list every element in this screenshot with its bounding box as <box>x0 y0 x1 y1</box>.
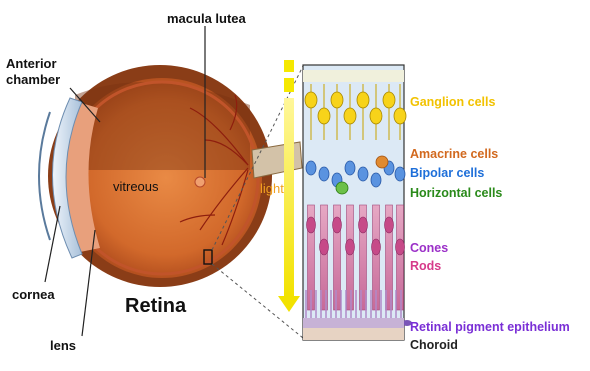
ganglion-cell <box>357 92 369 108</box>
ganglion-cell <box>370 108 382 124</box>
macula-spot <box>195 177 205 187</box>
amacrine-cell <box>376 156 388 168</box>
nerve-fiber-layer <box>303 70 404 82</box>
photoreceptor-nucleus <box>320 239 329 255</box>
bipolar-cells-label: Bipolar cells <box>410 167 484 180</box>
light-label: light <box>260 182 284 195</box>
bipolar-cell <box>345 161 355 175</box>
horizontal-cell <box>336 182 348 194</box>
ganglion-cell <box>383 92 395 108</box>
ganglion-cell <box>394 108 406 124</box>
rod-cell <box>397 205 404 310</box>
ganglion-cells-label: Ganglion cells <box>410 96 495 109</box>
rpe-label: Retinal pigment epithelium <box>410 321 570 334</box>
photoreceptor-nucleus <box>333 217 342 233</box>
photoreceptor-nucleus <box>307 217 316 233</box>
rpe-layer <box>303 318 404 328</box>
ganglion-cell <box>305 92 317 108</box>
photoreceptor-nucleus <box>385 217 394 233</box>
bipolar-cell <box>371 173 381 187</box>
photoreceptor-nucleus <box>372 239 381 255</box>
choroid-layer <box>303 328 404 340</box>
amacrine-cells-label: Amacrine cells <box>410 148 498 161</box>
bipolar-cell <box>358 167 368 181</box>
vitreous-label: vitreous <box>113 180 159 193</box>
bipolar-cell <box>306 161 316 175</box>
ganglion-cell <box>318 108 330 124</box>
choroid-label: Choroid <box>410 339 458 352</box>
cones-label: Cones <box>410 242 448 255</box>
rods-label: Rods <box>410 260 441 273</box>
retina-detail-panel <box>303 65 412 340</box>
horizontal-cells-label: Horizontal cells <box>410 187 502 200</box>
macula-lutea-label: macula lutea <box>167 12 246 25</box>
photoreceptor-nucleus <box>359 217 368 233</box>
retina-title: Retina <box>125 296 186 316</box>
lens-label: lens <box>50 339 76 352</box>
anterior-chamber-label-1: Anterior <box>6 57 57 70</box>
anterior-chamber-label-2: chamber <box>6 73 60 86</box>
photoreceptor-nucleus <box>346 239 355 255</box>
photoreceptor-nucleus <box>396 239 405 255</box>
ganglion-cell <box>331 92 343 108</box>
bipolar-cell <box>395 167 405 181</box>
bipolar-cell <box>319 167 329 181</box>
ganglion-cell <box>344 108 356 124</box>
rod-cell <box>347 205 354 310</box>
cornea-label: cornea <box>12 288 55 301</box>
